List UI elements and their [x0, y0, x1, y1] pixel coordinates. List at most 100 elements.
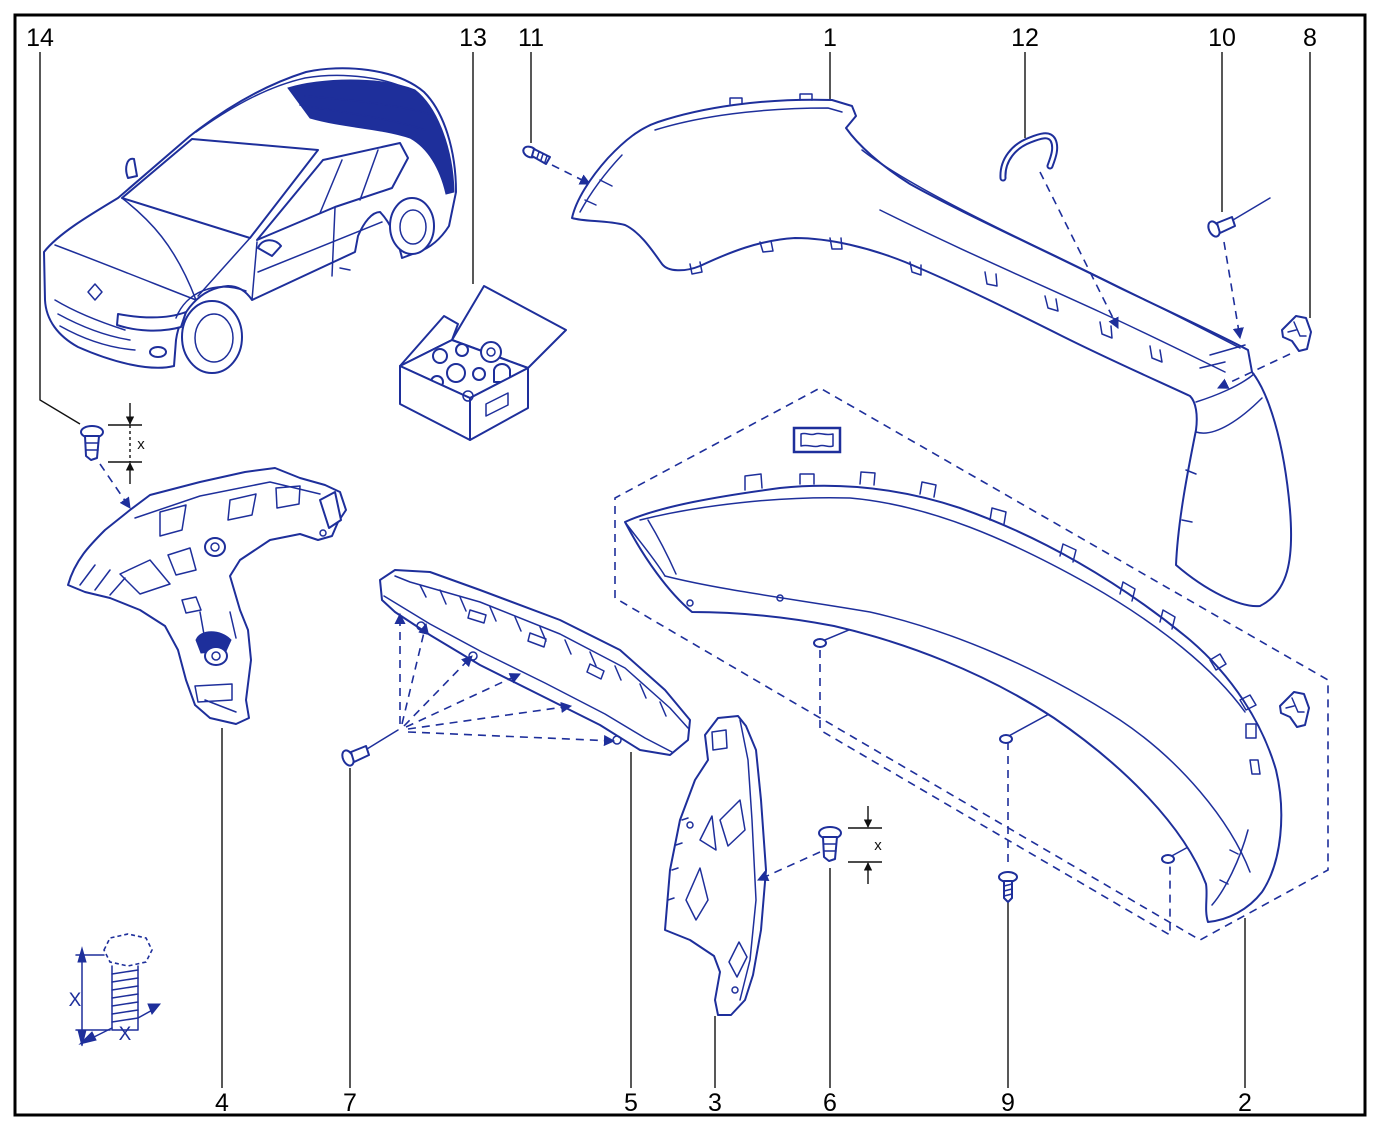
- bumper-upper-ridge-lower: [879, 209, 1226, 373]
- box-right-face: [469, 367, 529, 441]
- wire-hook-12: [999, 132, 1059, 182]
- assembly-arrows-7: [394, 612, 616, 747]
- assembly-arrow-10: [1223, 241, 1244, 340]
- car-front-wheel-rim: [194, 313, 234, 363]
- kit-clip: [472, 367, 486, 381]
- clip-detail: [1285, 697, 1305, 713]
- bracket-cutout: [119, 485, 301, 614]
- bracket-ribs: [79, 564, 237, 713]
- box-label: [485, 392, 509, 417]
- callout-10: 10: [1208, 24, 1236, 52]
- side-bracket-hole: [731, 986, 739, 994]
- assembly-outline: [614, 387, 1329, 941]
- car-door-lines: [251, 207, 383, 301]
- clip-body: [1281, 315, 1312, 352]
- bolt-diameter-label: X: [119, 1024, 132, 1045]
- rivet-pin: [1232, 197, 1271, 221]
- dimension-tick: [108, 424, 142, 463]
- car-mirror-left: [125, 157, 138, 179]
- rivet-10: [1207, 197, 1271, 238]
- box-item-visible: [462, 390, 474, 402]
- rivet-7: [341, 729, 399, 767]
- car-roof-rail: [195, 74, 419, 133]
- rear-bumper-lower-cover: [624, 471, 1283, 923]
- bracket-clip-8: [1279, 691, 1310, 728]
- bumper-support-foot: [1161, 854, 1175, 864]
- kit-grommet: [480, 341, 502, 363]
- bolt-size-reference: X X: [69, 933, 162, 1047]
- reinforcement-slots: [467, 609, 605, 680]
- kit-grommet-hole: [486, 347, 496, 357]
- car-rear-wheel-rim: [399, 209, 427, 245]
- callout-5: 5: [624, 1089, 638, 1117]
- screw-11: [522, 145, 551, 165]
- bumper-upper-top-tabs: [729, 93, 813, 105]
- assembly-outline-inner: [819, 650, 1171, 937]
- vehicle-locator-illustration: [43, 67, 457, 374]
- bumper-side-bracket-4: [67, 467, 347, 725]
- bumper-upper-ridge: [861, 149, 1241, 349]
- bracket-mount-hole: [204, 646, 228, 666]
- side-bracket-hole: [686, 821, 694, 829]
- bolt-length-arrow-top: [77, 946, 87, 963]
- clip-14-height-dimension: x: [108, 403, 145, 484]
- bumper-lower-tabs: [744, 471, 1176, 630]
- clip-body: [1279, 691, 1310, 728]
- car-highlighted-rear-area: [287, 79, 455, 195]
- assembly-arrow-6: [756, 851, 821, 881]
- bolt-diameter-arrow-left: [78, 1031, 97, 1045]
- reinforcement-ribs: [419, 584, 667, 717]
- bracket-mount-hole-inner: [211, 651, 221, 661]
- bumper-upper-tabs: [689, 237, 1163, 363]
- bumper-lower-left-end: [624, 519, 677, 577]
- car-windshield: [121, 138, 319, 239]
- assembly-arrow-7: [405, 673, 522, 728]
- bumper-upper-rim: [654, 107, 843, 131]
- bolt-threads: [111, 969, 139, 1023]
- callout-3: 3: [708, 1089, 722, 1117]
- assembly-outline-outer: [614, 387, 1329, 941]
- bracket-end-tab: [319, 491, 342, 529]
- bumper-lower-hole: [776, 594, 784, 602]
- bracket-mount-hole: [204, 537, 226, 557]
- car-headlamp: [116, 311, 187, 332]
- car-rear-wheel: [389, 197, 435, 255]
- clip-stem: [84, 435, 100, 461]
- bolt-length-label: X: [69, 990, 82, 1011]
- assembly-arrow-7: [407, 731, 616, 747]
- bumper-lower-hole: [686, 599, 694, 607]
- kit-clip: [446, 363, 466, 383]
- bumper-lower-hole: [1245, 723, 1257, 739]
- clip-6: [818, 826, 842, 862]
- screw-thread: [536, 151, 548, 163]
- callout-13: 13: [459, 24, 487, 52]
- car-logo-icon: [87, 283, 103, 301]
- car-fog-lamp: [149, 346, 167, 358]
- assembly-arrow-12: [1039, 171, 1119, 330]
- callout-11: 11: [518, 24, 544, 52]
- callout-1: 1: [823, 24, 837, 52]
- hook-wire: [1001, 134, 1057, 180]
- bracket-top-edge: [134, 481, 321, 519]
- bumper-upper-shell: [571, 98, 1293, 608]
- clip-6-height-dimension: x: [848, 806, 882, 884]
- bumper-upper-left-edge: [579, 154, 623, 213]
- car-mirror-right: [257, 239, 282, 257]
- callout-12: 12: [1011, 24, 1039, 52]
- part-callouts: 14 13 11 1 12 10 8 4 7 5 3 6 9 2: [26, 24, 1317, 1117]
- bumper-lower-ridge: [664, 575, 1251, 873]
- callout-9: 9: [1001, 1089, 1015, 1117]
- leader-14: [39, 52, 81, 425]
- bracket-clip-8: [1281, 315, 1312, 352]
- bolt-diameter-arrow-right: [147, 1003, 162, 1015]
- callout-7: 7: [343, 1089, 357, 1117]
- callout-2: 2: [1238, 1089, 1252, 1117]
- car-b-pillar: [319, 149, 379, 214]
- clip-rib: [823, 843, 837, 852]
- fastener-kit-box: [399, 285, 567, 441]
- callout-6: 6: [823, 1089, 837, 1117]
- rivet-pin: [366, 729, 399, 750]
- bolt-head-outline: [103, 933, 153, 967]
- kit-clip: [455, 343, 469, 357]
